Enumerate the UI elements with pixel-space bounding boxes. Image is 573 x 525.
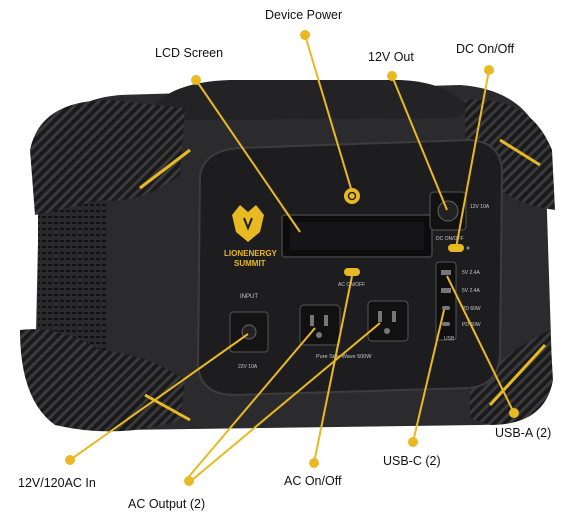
callout-ac-input: 12V/120AC In	[18, 476, 96, 490]
bumper-top-left	[30, 100, 185, 215]
pure-sine-label: Pure Sine Wave 500W	[316, 354, 372, 360]
usb-label: USB	[444, 336, 455, 342]
callout-ac-output: AC Output (2)	[128, 497, 206, 511]
device-power-button[interactable]	[344, 188, 360, 204]
ac-switch-label: AC ON/OFF	[338, 282, 365, 288]
callout-device-power: Device Power	[265, 8, 343, 22]
usb-rating-3: PD 60W	[462, 306, 481, 312]
ac-on-off-switch[interactable]	[344, 268, 360, 276]
dc-switch-label: DC ON/OFF	[436, 236, 464, 242]
callout-lines	[65, 30, 519, 486]
callout-ac-on-off: AC On/Off	[284, 474, 342, 488]
callout-lcd-screen: LCD Screen	[155, 46, 224, 60]
brand-line2: SUMMIT	[234, 259, 266, 268]
callout-usb-c: USB-C (2)	[383, 454, 441, 468]
bumper-bottom-left	[20, 329, 185, 432]
brand-line1: LIONENERGY	[224, 249, 278, 258]
input-rating: 22V 10A	[238, 364, 258, 370]
callout-12v-out: 12V Out	[368, 50, 414, 64]
usb-rating-1: 5V 2.4A	[462, 270, 480, 276]
input-label: INPUT	[240, 294, 258, 300]
ac-outlet-2	[367, 300, 409, 342]
brand-logo: LIONENERGY SUMMIT	[224, 205, 278, 268]
callout-usb-a: USB-A (2)	[495, 426, 552, 440]
callout-dc-on-off: DC On/Off	[456, 42, 515, 56]
bumper-bottom-right	[470, 330, 553, 425]
twelve-v-rating: 12V 10A	[470, 204, 490, 210]
bumper-top-right	[465, 99, 555, 210]
usb-rating-2: 5V 2.4A	[462, 288, 480, 294]
